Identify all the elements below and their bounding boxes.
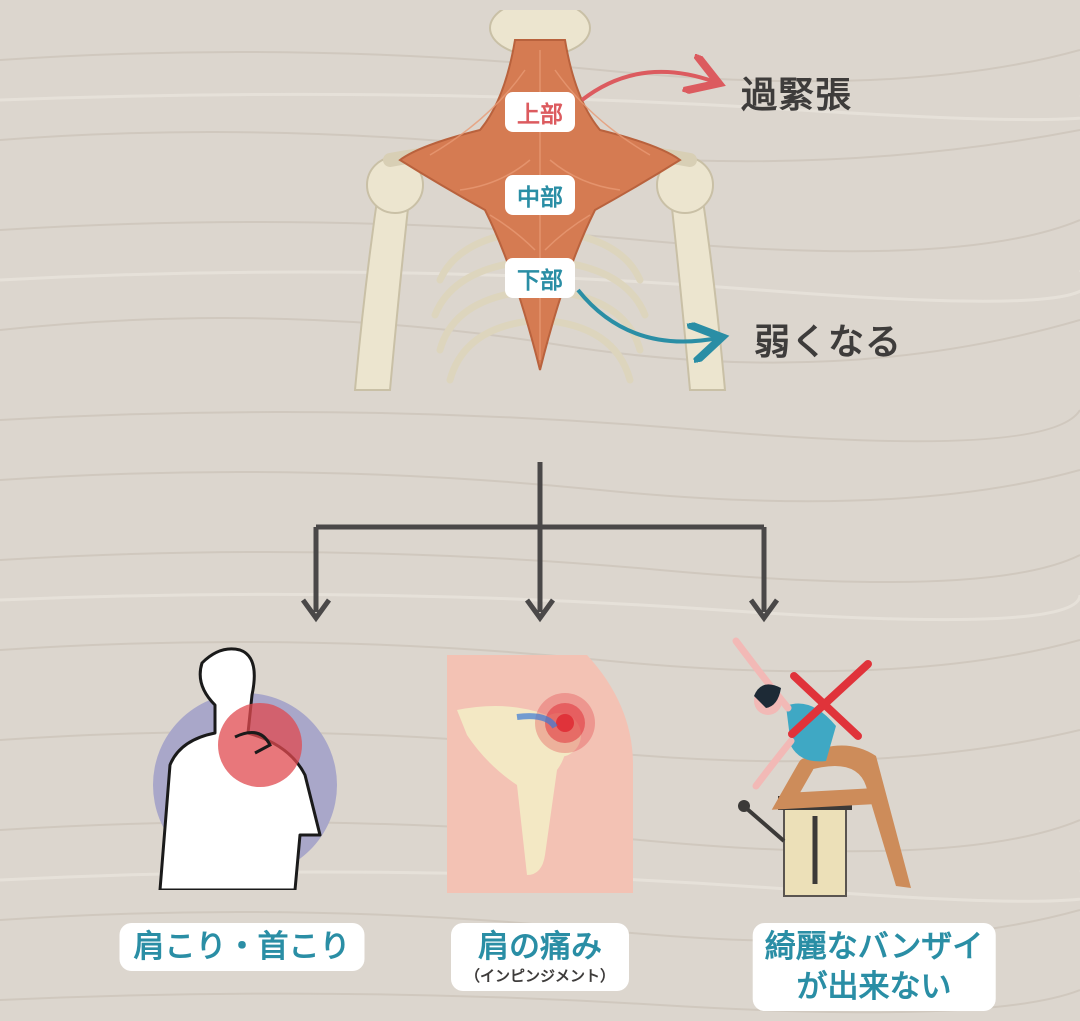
pilates-stretch-icon [732, 637, 911, 897]
outcome-weak-text: 弱くなる [754, 322, 903, 363]
region-label-lower: 下部 [505, 258, 575, 298]
result-label-stiffness: 肩こり・首こり [133, 929, 351, 965]
tension-arrow [580, 72, 715, 102]
shoulder-joint-icon [447, 655, 633, 893]
result-caption-overhead: 綺麗なバンザイ が出来ない [752, 923, 996, 1011]
outcome-tension-text: 過緊張 [741, 75, 853, 116]
weak-arrow [576, 288, 718, 342]
result-caption-shoulder-pain: 肩の痛み （インピンジメント） [450, 923, 630, 991]
result-caption-stiffness: 肩こり・首こり [119, 923, 365, 971]
region-label-upper: 上部 [505, 92, 575, 132]
region-label-middle: 中部 [505, 175, 575, 215]
result-label-overhead-line1: 綺麗なバンザイ [764, 929, 984, 965]
branch-connector [300, 462, 780, 623]
neck-pain-icon [153, 647, 337, 890]
result-label-shoulder-pain: 肩の痛み [477, 929, 602, 965]
result-sublabel-impingement: （インピンジメント） [464, 967, 616, 985]
result-label-overhead-line2: が出来ない [796, 969, 952, 1005]
